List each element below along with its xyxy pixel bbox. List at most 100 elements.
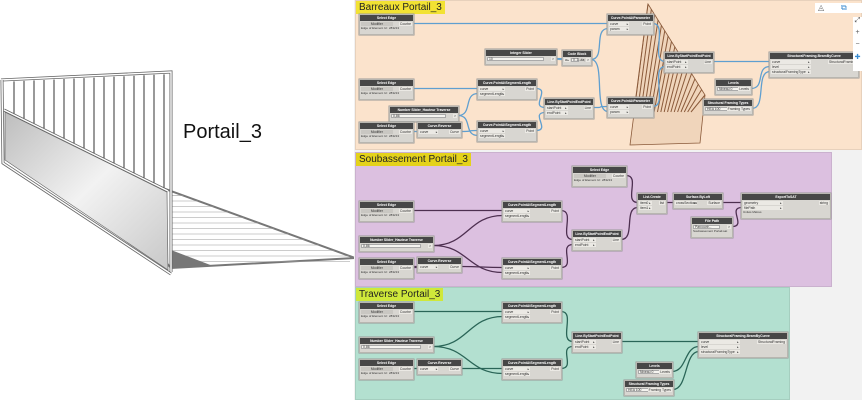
node-title[interactable]: Surface.ByLoft bbox=[674, 194, 722, 200]
graph-view-icon[interactable]: ⧉ bbox=[841, 3, 847, 12]
output-port-courbe[interactable]: Courbe bbox=[398, 129, 412, 134]
output-port-surface[interactable]: Surface bbox=[707, 200, 721, 205]
node-title[interactable]: Select Edge bbox=[360, 123, 413, 129]
fit-view-icon[interactable]: ⤢ bbox=[854, 17, 861, 24]
node-title[interactable]: Curve.Reverse bbox=[418, 123, 461, 129]
node-line-bystartpointendpoint[interactable]: Line.ByStartPointEndPointstartPointLinee… bbox=[544, 98, 594, 119]
input-port-curve[interactable]: curve bbox=[479, 86, 506, 91]
input-port-curve[interactable]: curve bbox=[419, 129, 439, 134]
node-curve-pointatparameter[interactable]: Curve.PointAtParametercurvePointparam bbox=[607, 14, 654, 35]
value-field[interactable]: Parcourir... bbox=[693, 224, 720, 229]
node-title[interactable]: Curve.PointAtSegmentLength bbox=[503, 202, 561, 208]
output-port-point[interactable]: Point bbox=[525, 128, 535, 133]
output-port-levels[interactable]: Levels bbox=[738, 86, 750, 91]
node-title[interactable]: Curve.Reverse bbox=[418, 258, 461, 264]
value-field[interactable]: 0..1..#a; bbox=[571, 57, 586, 62]
output-port-courbe[interactable]: Courbe bbox=[611, 173, 625, 178]
input-port-item0[interactable]: item0 bbox=[639, 200, 652, 205]
output-port-courbe[interactable]: Courbe bbox=[398, 366, 412, 371]
zoom-out-button[interactable]: − bbox=[855, 41, 860, 48]
slider-value[interactable]: 10 bbox=[487, 56, 544, 61]
node-title[interactable]: ExportToSAT bbox=[742, 194, 830, 200]
pan-icon[interactable]: ✚ bbox=[854, 54, 861, 61]
node-title[interactable]: Levels bbox=[716, 80, 751, 86]
node-title[interactable]: List.Create bbox=[638, 194, 666, 200]
input-port-level[interactable]: level bbox=[771, 64, 811, 69]
input-port-startpoint[interactable]: startPoint bbox=[574, 339, 596, 344]
node-curve-pointatsegmentlength[interactable]: Curve.PointAtSegmentLengthcurvePointsegm… bbox=[477, 121, 537, 142]
modify-button[interactable]: Modifier bbox=[361, 21, 393, 26]
modify-button[interactable]: Modifier bbox=[574, 173, 606, 178]
input-port-endpoint[interactable]: endPoint bbox=[574, 242, 596, 247]
input-port-segmentlength[interactable]: segmentLength bbox=[504, 314, 531, 319]
input-port-structuralframingtype[interactable]: structuralFramingType bbox=[700, 349, 740, 354]
output-port-point[interactable]: Point bbox=[550, 208, 560, 213]
value-field[interactable]: Niveau 0 bbox=[638, 369, 660, 374]
value-field[interactable]: Niveau 0 bbox=[717, 86, 739, 91]
output-port-point[interactable]: Point bbox=[550, 265, 560, 270]
output-port-courbe[interactable]: Courbe bbox=[398, 208, 412, 213]
output-port-curve[interactable]: Curve bbox=[448, 264, 460, 269]
node-title[interactable]: Select Edge bbox=[360, 202, 413, 208]
node-title[interactable]: Select Edge bbox=[360, 15, 413, 21]
node-title[interactable]: File Path bbox=[692, 218, 732, 224]
geometry-view-icon[interactable]: ◬ bbox=[818, 3, 825, 12]
node-structuralframing-beambycurve[interactable]: StructuralFraming.BeamByCurvecurveStruct… bbox=[698, 332, 788, 358]
input-port-geometry[interactable]: geometry bbox=[743, 200, 783, 205]
node-title[interactable]: Curve.PointAtSegmentLength bbox=[503, 259, 561, 265]
input-port-crosssections[interactable]: crossSections bbox=[675, 200, 697, 205]
output-port-line[interactable]: Line bbox=[703, 59, 712, 64]
input-port-endpoint[interactable]: endPoint bbox=[546, 110, 568, 115]
input-port-segmentlength[interactable]: segmentLength bbox=[504, 213, 531, 218]
node-title[interactable]: Select Edge bbox=[360, 80, 413, 86]
output-port-list[interactable]: list bbox=[658, 200, 665, 205]
node-title[interactable]: Select Edge bbox=[360, 360, 413, 366]
output-port-structuralframing[interactable]: StructuralFraming bbox=[828, 59, 857, 64]
input-port-curve[interactable]: curve bbox=[419, 264, 439, 269]
output-port-point[interactable]: Point bbox=[642, 21, 652, 26]
input-port-startpoint[interactable]: startPoint bbox=[666, 59, 688, 64]
node-curve-pointatsegmentlength[interactable]: Curve.PointAtSegmentLengthcurvePointsegm… bbox=[502, 302, 562, 323]
node-title[interactable]: Number Slider_Hauteur Traverse bbox=[360, 237, 433, 243]
output-port-framing-types[interactable]: Framing Types bbox=[647, 387, 672, 392]
view-toggle-bar[interactable]: ◬ ⧉ bbox=[815, 3, 862, 13]
input-port-a[interactable]: a bbox=[564, 57, 570, 62]
zoom-in-button[interactable]: + bbox=[855, 29, 860, 36]
output-port-[interactable]: > bbox=[586, 57, 590, 62]
input-port-segmentlength[interactable]: segmentLength bbox=[504, 270, 531, 275]
output-port-courbe[interactable]: Courbe bbox=[398, 86, 412, 91]
node-curve-reverse[interactable]: Curve.ReversecurveCurve bbox=[417, 359, 462, 375]
node-curve-pointatsegmentlength[interactable]: Curve.PointAtSegmentLengthcurvePointsegm… bbox=[477, 79, 537, 100]
output-port-[interactable]: > bbox=[428, 243, 432, 248]
output-port-levels[interactable]: Levels bbox=[659, 369, 671, 374]
output-port-curve[interactable]: Curve bbox=[448, 366, 460, 371]
input-port-startpoint[interactable]: startPoint bbox=[546, 105, 568, 110]
modify-button[interactable]: Modifier bbox=[361, 208, 393, 213]
node-title[interactable]: Select Edge bbox=[573, 167, 626, 173]
modify-button[interactable]: Modifier bbox=[361, 86, 393, 91]
node-title[interactable]: Line.ByStartPointEndPoint bbox=[573, 231, 621, 237]
node-title[interactable]: Number Slider_Hauteur Traverse bbox=[360, 338, 433, 344]
node-title[interactable]: Curve.PointAtSegmentLength bbox=[503, 360, 561, 366]
node-title[interactable]: Line.ByStartPointEndPoint bbox=[573, 333, 621, 339]
input-port-curve[interactable]: curve bbox=[504, 265, 531, 270]
output-port-curve[interactable]: Curve bbox=[448, 129, 460, 134]
node-title[interactable]: Curve.PointAtSegmentLength bbox=[503, 303, 561, 309]
output-port-structuralframing[interactable]: StructuralFraming bbox=[757, 339, 786, 344]
output-port-courbe[interactable]: Courbe bbox=[398, 309, 412, 314]
node-exporttosat[interactable]: ExportToSATgeometrystringfilePathUnités … bbox=[741, 193, 831, 219]
input-port-level[interactable]: level bbox=[700, 344, 740, 349]
input-port-curve[interactable]: curve bbox=[504, 366, 531, 371]
input-port-item1[interactable]: item1 bbox=[639, 205, 652, 210]
